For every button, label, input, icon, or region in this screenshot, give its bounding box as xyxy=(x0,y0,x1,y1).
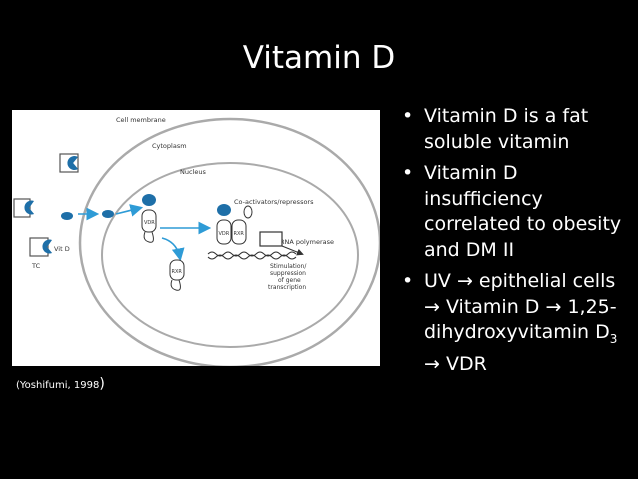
nucleus-outline xyxy=(101,162,359,348)
vitamin-d-receptor-diagram: Cell membrane Cytoplasm Nucleus Co-activ… xyxy=(12,110,380,366)
arrow-glyph: → xyxy=(545,295,562,318)
vit-d-molecule xyxy=(102,210,114,218)
vdr-rxr-dimer: VDR RXR xyxy=(216,204,253,245)
figure-citation: (Yoshifumi, 1998) xyxy=(16,376,105,392)
transporter-middle xyxy=(13,198,35,218)
cytoplasm-label: Cytoplasm xyxy=(152,142,187,150)
arrow-glyph: → xyxy=(424,353,440,376)
arrow-glyph: → xyxy=(456,270,473,292)
bullet-item: Vitamin D insufficiency correlated to ob… xyxy=(396,161,632,263)
vdr-label: VDR xyxy=(219,231,230,237)
cell-membrane-outline xyxy=(78,117,380,366)
rna-polymerase-box xyxy=(259,231,283,247)
transport-arrow xyxy=(115,204,144,217)
rxr-label: RXR xyxy=(234,231,245,237)
coactivators-label: Co-activators/repressors xyxy=(234,198,314,206)
transporter-bottom xyxy=(29,237,53,257)
vit-d-label: Vit D xyxy=(54,245,70,253)
dna-strand xyxy=(207,254,297,260)
bullet-item: Vitamin D is a fat soluble vitamin xyxy=(396,104,632,155)
cell-membrane-label: Cell membrane xyxy=(116,116,166,124)
transporter-top xyxy=(59,153,79,173)
bullet-item: UV → epithelial cells → Vitamin D → 1,25… xyxy=(396,269,632,378)
vdr-label: VDR xyxy=(144,220,155,226)
rxr-arrow xyxy=(161,237,185,262)
rna-polymerase-label: RNA polymerase xyxy=(280,238,334,246)
bullet-list: Vitamin D is a fat soluble vitamin Vitam… xyxy=(396,104,632,384)
tc-label: TC xyxy=(31,262,41,270)
vdr-receptor: VDR xyxy=(141,194,157,243)
arrow-glyph: → xyxy=(424,295,440,318)
diagram-svg: Cell membrane Cytoplasm Nucleus Co-activ… xyxy=(13,116,380,366)
nucleus-label: Nucleus xyxy=(180,168,206,176)
slide-title: Vitamin D xyxy=(242,40,396,76)
vit-d-molecule xyxy=(61,212,73,220)
stimulation-label: Stimulation/ suppression of gene transcr… xyxy=(268,263,308,291)
dna-strand xyxy=(207,251,297,257)
rxr-receptor: RXR xyxy=(169,259,185,291)
transcription-arrow xyxy=(281,245,304,256)
rxr-label: RXR xyxy=(172,269,183,275)
